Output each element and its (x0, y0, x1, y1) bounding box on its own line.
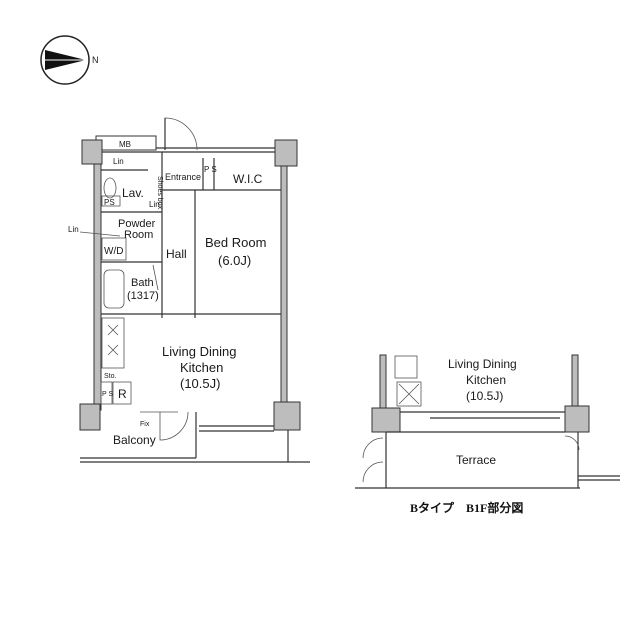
hall-label: Hall (166, 247, 187, 261)
pillar-bottom-left (79, 403, 101, 431)
lin-small-label: Lin (149, 200, 160, 209)
terrace-label: Terrace (456, 453, 496, 467)
b1f-stair-box (394, 355, 418, 379)
ldk-label-1: Living Dining (162, 344, 236, 359)
balcony-door-swing (159, 411, 189, 441)
bedroom-size-label: (6.0J) (218, 253, 251, 268)
ldk-label-2: Kitchen (180, 360, 223, 375)
lin-top-label: Lin (113, 157, 124, 166)
ps-left-box (101, 195, 121, 207)
ldk-size-label: (10.5J) (180, 376, 220, 391)
lav-sink (103, 177, 117, 199)
mb-label: MB (119, 140, 131, 149)
bath-size-label: (1317) (127, 290, 159, 302)
plan-caption: Bタイプ B1F部分図 (410, 500, 523, 515)
b1f-ldk-label-2: Kitchen (466, 373, 506, 387)
b1f-right-door-swing (564, 435, 580, 451)
powder-room-label-2: Room (124, 229, 153, 241)
bathtub (103, 269, 125, 309)
pillar-bottom-right (273, 401, 301, 431)
b1f-ldk-label-1: Living Dining (448, 357, 517, 371)
entrance-label: Entrance (165, 172, 201, 182)
main-unit-plan: MB (68, 117, 310, 463)
b1f-storage-box (396, 381, 422, 407)
b1f-unit-plan: Living Dining Kitchen (10.5J) Terrace (355, 354, 620, 489)
ps-left-label: PS (104, 198, 115, 207)
b1f-left-wall (379, 354, 387, 416)
ps-bottom-box (100, 381, 113, 405)
b1f-pillar-left (371, 407, 401, 433)
pillar-top-left (81, 139, 103, 165)
left-wall (93, 147, 102, 411)
compass-north-label: N (92, 55, 99, 65)
shoes-box-label: Shoes box (156, 176, 163, 210)
bedroom-name-label: Bed Room (205, 235, 266, 250)
wd-label: W/D (104, 246, 123, 257)
north-compass-icon: N (40, 35, 99, 85)
ps-top-label: P S (204, 165, 217, 174)
b1f-left-door-swing (362, 437, 384, 483)
kitchen-counter (101, 317, 125, 369)
wd-box (101, 237, 127, 261)
fix-label: Fix (140, 421, 150, 428)
r-label: R (118, 387, 127, 401)
sto-label: Sto. (104, 373, 117, 380)
lav-label: Lav. (122, 186, 144, 200)
right-wall (280, 147, 288, 411)
powder-room-label-1: Powder (118, 218, 156, 230)
b1f-ldk-size-label: (10.5J) (466, 389, 503, 403)
b1f-pillar-right (564, 405, 590, 433)
entrance-door-swing (164, 117, 198, 151)
ps-bottom-label: P S (102, 391, 113, 398)
bath-name-label: Bath (131, 277, 154, 289)
pillar-top-right (274, 139, 298, 167)
balcony-label: Balcony (113, 433, 156, 447)
fridge-box (112, 381, 132, 405)
lin-callout-label: Lin (68, 225, 79, 234)
wic-label: W.I.C (233, 172, 263, 186)
